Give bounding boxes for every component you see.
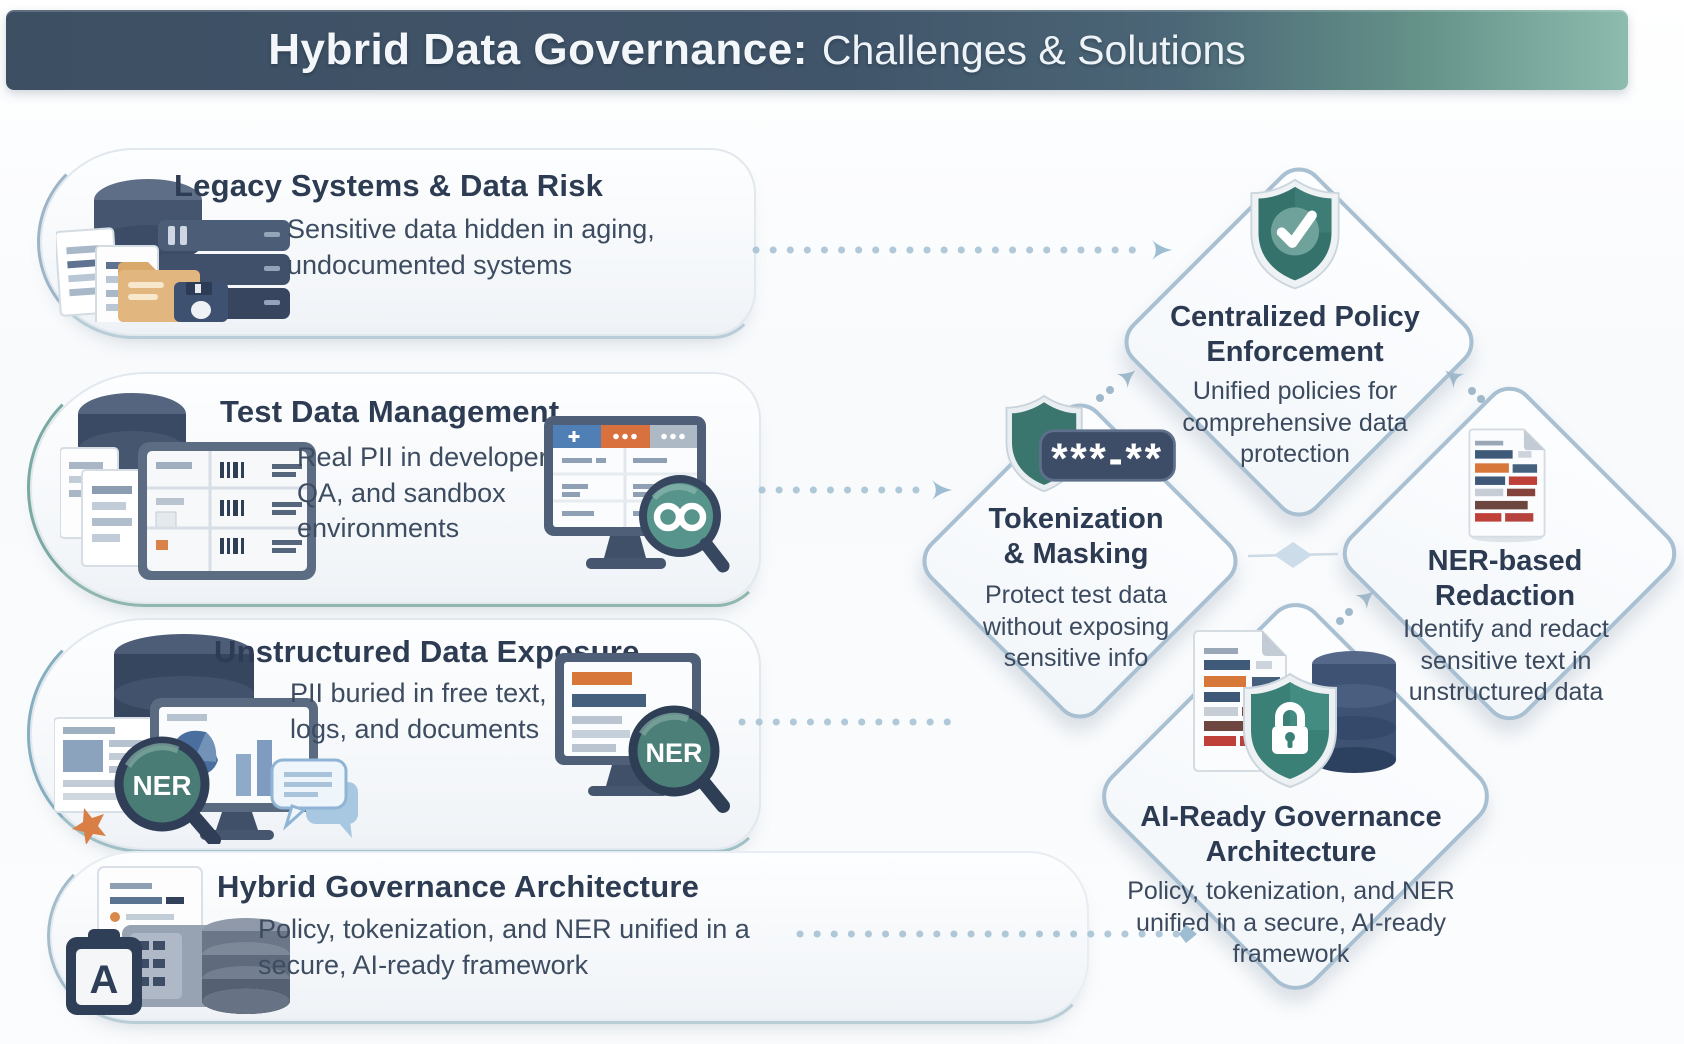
legacy-data-icons bbox=[56, 179, 290, 322]
clipboard-a-icon: A bbox=[66, 929, 142, 1015]
card-description: PII buried in free text, logs, and docum… bbox=[290, 678, 547, 744]
solution-title: Centralized Policy Enforcement bbox=[1170, 301, 1420, 369]
database-stack-icon bbox=[202, 918, 290, 1014]
floppy-disk-icon bbox=[174, 282, 228, 322]
ner-magnifier-icon: NER bbox=[628, 705, 730, 813]
solution-description: Protect test data without exposing sensi… bbox=[982, 581, 1170, 672]
infinity-magnifier-icon bbox=[639, 475, 730, 573]
documents-icon bbox=[60, 447, 143, 567]
redacted-document-icon bbox=[1468, 428, 1546, 543]
solution-title: Tokenization & Masking bbox=[988, 503, 1164, 571]
card-description: Sensitive data hidden in aging, undocume… bbox=[287, 214, 655, 280]
challenge-card-test-data: Test Data Management Real PII in develop… bbox=[27, 369, 764, 607]
hybrid-architecture-icons: A bbox=[66, 866, 290, 1015]
solution-title: NER-based Redaction bbox=[1427, 545, 1583, 613]
ner-monitor-icon: NER bbox=[555, 653, 730, 813]
center-node-icon bbox=[1274, 542, 1312, 568]
ner-magnifier-icon: NER bbox=[114, 736, 221, 844]
solution-description: Identify and redact sensitive text in un… bbox=[1403, 615, 1609, 706]
card-title: Test Data Management bbox=[220, 394, 560, 429]
svg-text:NER: NER bbox=[645, 738, 702, 768]
shield-mask-icon: ***-** bbox=[1005, 394, 1176, 493]
page-title-strong: Hybrid Data Governance: bbox=[268, 25, 808, 74]
card-description: Real PII in developer, QA, and sandbox e… bbox=[297, 442, 554, 544]
card-description: Policy, tokenization, and NER unified in… bbox=[258, 914, 750, 980]
svg-text:A: A bbox=[90, 958, 119, 1002]
header-banner: Hybrid Data Governance: Challenges & Sol… bbox=[6, 10, 1628, 90]
svg-text:NER: NER bbox=[132, 770, 191, 801]
challenge-card-hybrid-architecture: A Hybrid Governance Architecture Policy,… bbox=[47, 848, 1092, 1024]
solution-title: AI-Ready Governance Architecture bbox=[1140, 801, 1442, 869]
unstructured-data-icons: NER bbox=[54, 634, 358, 844]
solution-description: Unified policies for comprehensive data … bbox=[1182, 377, 1408, 468]
arrowhead-icon bbox=[1152, 240, 1172, 260]
challenge-card-unstructured-data: NER Unstructured Data Exposure PII burie… bbox=[27, 615, 764, 853]
card-title: Legacy Systems & Data Risk bbox=[174, 168, 604, 203]
data-table-panel-icon bbox=[138, 442, 316, 580]
svg-text:***-**: ***-** bbox=[1051, 435, 1164, 482]
star-accent-icon bbox=[72, 808, 106, 844]
solution-description: Policy, tokenization, and NER unified in… bbox=[1127, 877, 1455, 968]
secure-data-stack-icon bbox=[1193, 630, 1396, 789]
chat-bubbles-icon bbox=[270, 758, 358, 838]
shield-check-icon bbox=[1250, 178, 1340, 290]
arrowhead-icon bbox=[932, 480, 952, 500]
test-data-icons bbox=[60, 393, 316, 580]
shield-lock-icon bbox=[1243, 672, 1337, 789]
data-search-monitor-icon bbox=[544, 416, 730, 573]
page-title-light: Challenges & Solutions bbox=[821, 26, 1246, 73]
card-title: Hybrid Governance Architecture bbox=[217, 869, 700, 904]
server-cabinet-icon bbox=[122, 925, 214, 1007]
challenge-card-legacy-systems: Legacy Systems & Data Risk Sensitive dat… bbox=[37, 145, 759, 339]
